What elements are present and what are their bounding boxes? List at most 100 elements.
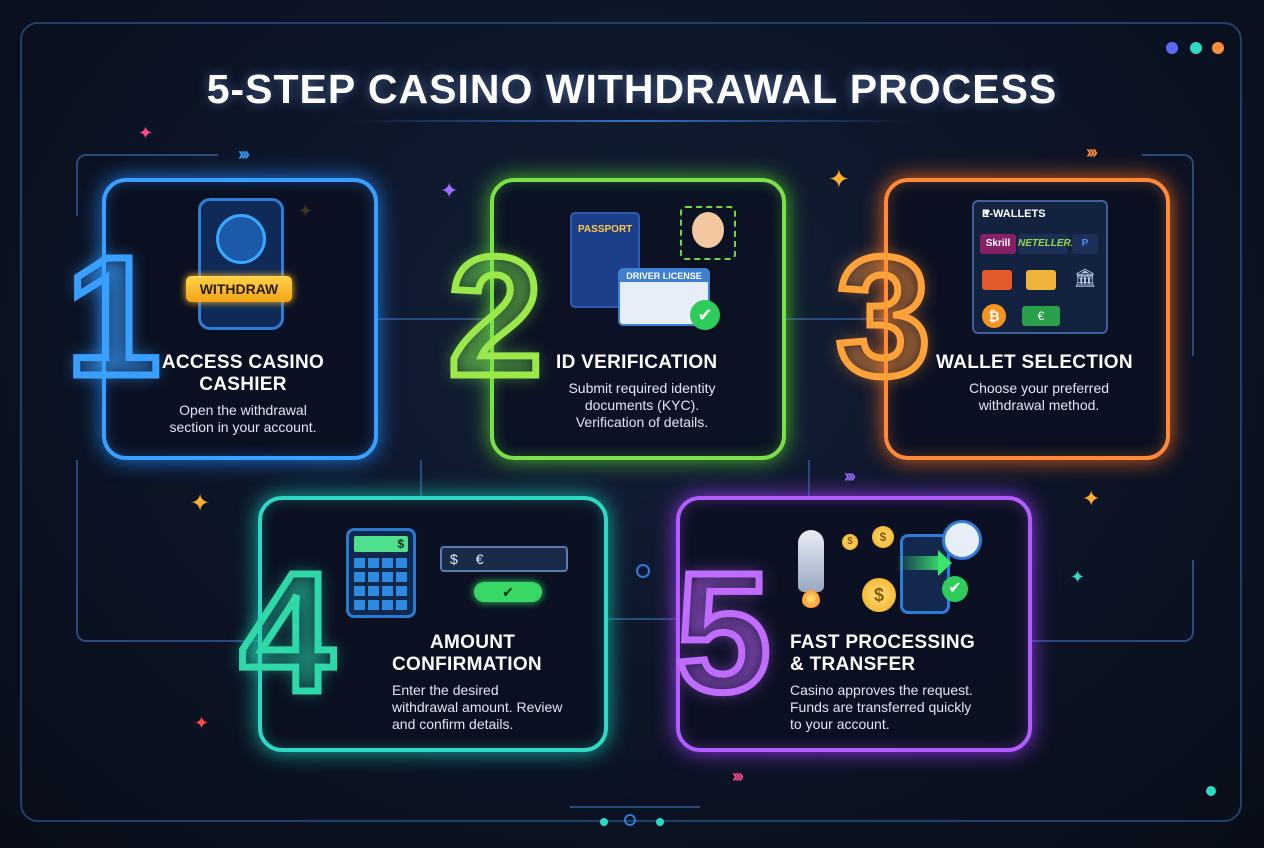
mastercard-icon (982, 270, 1012, 290)
circuit-trace (76, 154, 218, 216)
step-1-number: 1 (63, 222, 165, 412)
chevron-down-icon: ▼ (982, 208, 992, 219)
step-4-title-line: AMOUNT (430, 632, 516, 653)
sparkle-icon: ✦ (1070, 567, 1086, 587)
step-1-title-line: CASHIER (199, 374, 287, 395)
step-2-desc-line: documents (KYC). (584, 397, 700, 413)
circuit-trace (786, 318, 884, 322)
sparkle-icon: ✦ (1082, 486, 1101, 511)
clock-icon (942, 520, 982, 560)
coin-icon: $ (862, 578, 896, 612)
sparkle-icon: ✦ (440, 178, 459, 203)
step-2-desc-line: Submit required identity (568, 380, 716, 396)
dot (656, 818, 664, 826)
circuit-trace (76, 460, 260, 642)
step-2-title: ID VERIFICATION (556, 352, 718, 373)
chevron-right-icon: ››› (1086, 142, 1098, 162)
wallet-dropdown: E-WALLETS ▼ (974, 204, 1106, 224)
user-avatar-icon (216, 214, 266, 264)
coin-icon: $ (842, 534, 858, 550)
withdraw-button: WITHDRAW (186, 276, 292, 302)
calculator-keys (354, 558, 408, 610)
step-4-title-line: CONFIRMATION (392, 654, 542, 675)
chevron-right-icon: ››› (238, 144, 250, 164)
dot (636, 564, 650, 578)
circuit-trace (420, 460, 424, 496)
dot (624, 814, 636, 826)
step-4-number: 4 (237, 538, 339, 728)
coin-icon: $ (872, 526, 894, 548)
step-3-number: 3 (833, 222, 935, 412)
page-title: 5-STEP CASINO WITHDRAWAL PROCESS (206, 66, 1058, 112)
check-icon: ✔ (942, 576, 968, 602)
rocket-icon (798, 530, 824, 592)
paypal-logo: P (1072, 234, 1098, 254)
face-icon (692, 212, 724, 248)
passport-label: PASSPORT (578, 224, 633, 235)
skrill-logo: Skrill (980, 234, 1016, 254)
step-4-desc-line: Enter the desired (392, 682, 499, 698)
calculator-screen: $ (354, 536, 408, 552)
step-5-title-line: & TRANSFER (790, 654, 916, 675)
dot (1206, 786, 1216, 796)
confirm-button-icon: ✔ (474, 582, 542, 602)
circuit-trace (608, 618, 676, 622)
step-1-title-line: ACCESS CASINO (161, 352, 325, 373)
step-5-description: Casino approves the request. Funds are t… (790, 682, 1018, 733)
circuit-trace (808, 460, 812, 496)
step-4-description: Enter the desired withdrawal amount. Rev… (392, 682, 592, 733)
face-scan-icon (680, 206, 736, 260)
license-label: DRIVER LICENSE (620, 270, 708, 282)
step-5-title-line: FAST PROCESSING (790, 632, 976, 653)
dot (1166, 42, 1178, 54)
step-5-desc-line: Funds are transferred quickly (790, 699, 972, 715)
chevron-right-icon: ››› (844, 466, 856, 486)
rocket-flame-icon (802, 590, 820, 608)
step-1-desc-line: Open the withdrawal (179, 402, 307, 418)
step-4-card (258, 496, 608, 752)
step-1-description: Open the withdrawal section in your acco… (140, 402, 346, 436)
step-4-desc-line: withdrawal amount. Review (392, 699, 563, 715)
step-5-title: FAST PROCESSING & TRANSFER (790, 632, 1010, 676)
step-2-desc-line: Verification of details. (575, 414, 709, 430)
step-5-desc-line: Casino approves the request. (790, 682, 973, 698)
amount-input-icon: $€ (440, 546, 568, 572)
circuit-trace (570, 806, 700, 810)
step-3-title: WALLET SELECTION (936, 352, 1133, 373)
check-icon: ✔ (690, 300, 720, 330)
dollar-icon: $ (450, 551, 458, 567)
circuit-trace (1142, 154, 1194, 356)
step-5-desc-line: to your account. (790, 716, 890, 732)
cash-icon: € (1022, 306, 1060, 326)
step-3-desc-line: Choose your preferred (968, 380, 1110, 396)
bitcoin-icon: ₿ (982, 304, 1006, 328)
circuit-trace (378, 318, 490, 322)
transfer-arrow-icon (896, 556, 944, 570)
circuit-trace (1032, 560, 1194, 642)
step-2-number: 2 (445, 222, 547, 412)
credit-card-icon (1026, 270, 1056, 290)
sparkle-icon: ✦ (190, 490, 211, 517)
dot (600, 818, 608, 826)
euro-icon: € (475, 551, 484, 567)
sparkle-icon: ✦ (138, 123, 154, 143)
sparkle-icon: ✦ (194, 713, 210, 733)
wallet-dropdown-label: E-WALLETS (982, 208, 1046, 220)
step-3-desc-line: withdrawal method. (978, 397, 1100, 413)
transfer-arrow-head (938, 550, 952, 576)
step-4-title: AMOUNT CONFIRMATION (392, 632, 592, 676)
chevron-right-icon: ››› (732, 766, 744, 786)
step-5-number: 5 (673, 538, 775, 728)
step-2-description: Submit required identity documents (KYC)… (540, 380, 744, 431)
neteller-logo: NETELLER. (1018, 234, 1074, 254)
step-4-desc-line: and confirm details. (392, 716, 514, 732)
step-1-desc-line: section in your account. (169, 419, 317, 435)
sparkle-icon: ✦ (828, 164, 850, 194)
dot (1212, 42, 1224, 54)
step-3-description: Choose your preferred withdrawal method. (936, 380, 1142, 414)
dot (1190, 42, 1202, 54)
bank-icon: 🏛 (1073, 268, 1097, 288)
title-underline (350, 120, 914, 122)
step-1-title: ACCESS CASINO CASHIER (140, 352, 346, 396)
